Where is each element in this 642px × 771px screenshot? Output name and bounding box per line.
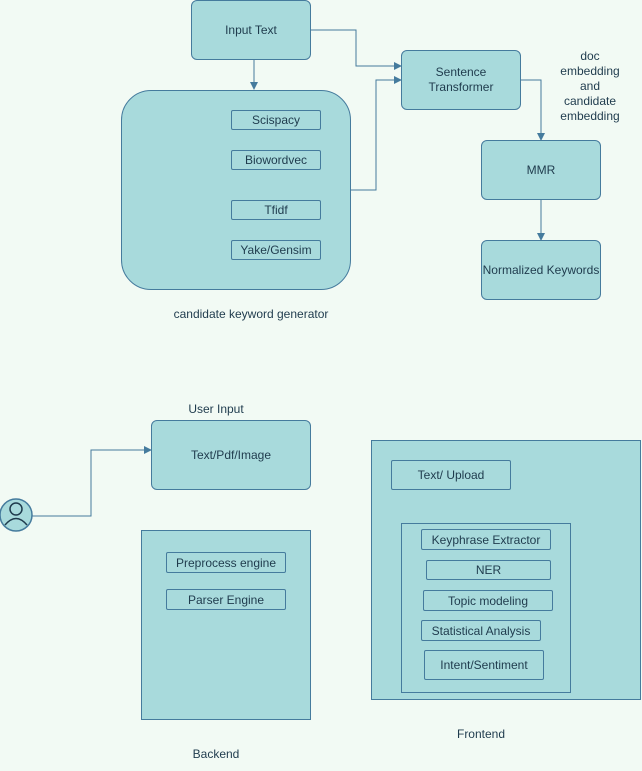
input-text-node: Input Text [191, 0, 311, 60]
doc-embedding-note-line: candidate [563, 94, 617, 108]
frontend-upload: Text/ Upload [391, 460, 511, 490]
edge-user-to-input [32, 446, 152, 517]
backend-item-label: Parser Engine [187, 592, 265, 607]
doc-embedding-note: doc embedding and candidate embedding [555, 49, 625, 124]
doc-embedding-note-line: and [579, 79, 601, 93]
generator-scispacy: Scispacy [231, 110, 321, 130]
generator-biowordvec: Biowordvec [231, 150, 321, 170]
user-input-label: User Input [188, 402, 244, 416]
frontend-caption: Frontend [456, 727, 506, 741]
feature-topic-modeling: Topic modeling [423, 590, 553, 611]
user-input-node: Text/Pdf/Image [151, 420, 311, 490]
backend-item-label: Preprocess engine [175, 555, 277, 570]
generator-label: Scispacy [251, 113, 301, 127]
backend-preprocess-engine: Preprocess engine [166, 552, 286, 573]
feature-intent-sentiment: Intent/Sentiment [424, 650, 544, 680]
frontend-upload-label: Text/ Upload [417, 468, 485, 482]
doc-embedding-note-line: doc [580, 49, 600, 63]
doc-embedding-note-line: embedding [560, 64, 620, 78]
generator-label: Tfidf [264, 203, 288, 217]
backend-caption: Backend [192, 747, 240, 761]
feature-label: NER [475, 563, 502, 577]
generator-tfidf: Tfidf [231, 200, 321, 220]
normalized-keywords-node: Normalized Keywords [481, 240, 601, 300]
doc-embedding-note-line: embedding [560, 109, 620, 123]
feature-ner: NER [426, 560, 551, 580]
user-input-box-label: Text/Pdf/Image [190, 447, 272, 462]
feature-keyphrase-extractor: Keyphrase Extractor [421, 529, 551, 550]
generator-label: Yake/Gensim [240, 243, 312, 257]
sentence-transformer-node: Sentence Transformer [401, 50, 521, 110]
backend-parser-engine: Parser Engine [166, 589, 286, 610]
edge-input-to-transformer [311, 29, 402, 70]
generator-yake-gensim: Yake/Gensim [231, 240, 321, 260]
user-icon [0, 498, 33, 532]
generator-caption: candidate keyword generator [173, 307, 329, 321]
generator-label: Biowordvec [244, 153, 308, 167]
feature-label: Topic modeling [447, 593, 529, 608]
feature-label: Statistical Analysis [431, 623, 531, 638]
feature-statistical-analysis: Statistical Analysis [421, 620, 541, 641]
feature-label: Intent/Sentiment [440, 658, 528, 672]
edge-generator-to-transformer [351, 76, 402, 191]
sentence-transformer-label: Sentence Transformer [428, 65, 494, 94]
feature-label: Keyphrase Extractor [431, 532, 541, 547]
mmr-label: MMR [526, 162, 556, 177]
normalized-keywords-label: Normalized Keywords [482, 262, 600, 277]
edge-transformer-to-mmr [521, 79, 545, 141]
input-text-label: Input Text [225, 22, 277, 37]
mmr-node: MMR [481, 140, 601, 200]
